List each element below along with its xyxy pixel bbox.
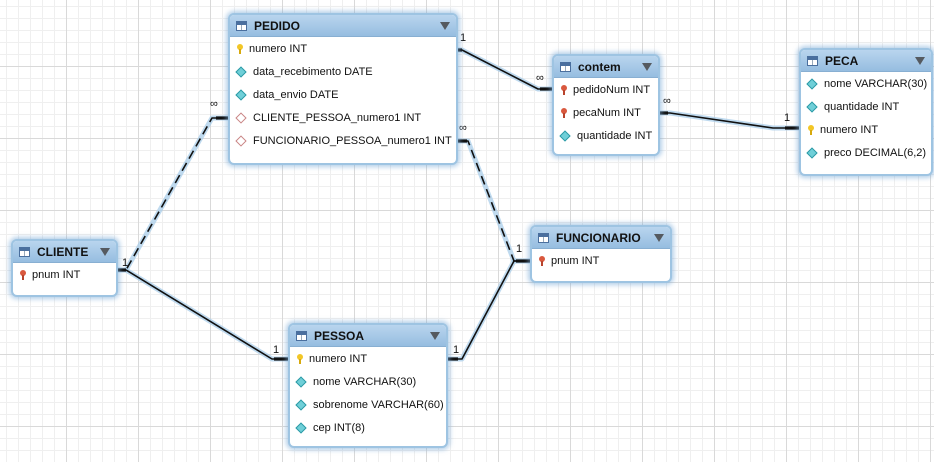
table-funcionario[interactable]: FUNCIONARIO pnum INT (530, 225, 672, 283)
column-label: nome VARCHAR(30) (313, 375, 417, 388)
column-label: quantidade INT (577, 129, 653, 142)
table-name: PESSOA (314, 328, 365, 343)
table-header[interactable]: PECA (801, 50, 931, 72)
table-name: PECA (825, 53, 859, 68)
primary-key-icon (807, 124, 814, 135)
table-peca[interactable]: PECA nome VARCHAR(30) quantidade INT num… (799, 48, 933, 176)
column-label: CLIENTE_PESSOA_numero1 INT (253, 111, 422, 124)
column-row[interactable]: nome VARCHAR(30) (290, 370, 446, 393)
collapse-arrow-icon[interactable] (430, 331, 440, 340)
table-icon (296, 330, 307, 341)
table-name: PEDIDO (254, 18, 301, 33)
column-row[interactable]: nome VARCHAR(30) (801, 72, 931, 95)
column-label: pnum INT (551, 254, 600, 267)
column-row[interactable]: FUNCIONARIO_PESSOA_numero1 INT (230, 129, 456, 152)
cardinality-label: 1 (460, 32, 466, 44)
column-row[interactable]: CLIENTE_PESSOA_numero1 INT (230, 106, 456, 129)
cardinality-label: 1 (122, 257, 128, 269)
foreign-key-column-icon (235, 111, 247, 124)
table-icon (19, 246, 30, 257)
table-icon (560, 61, 571, 72)
table-cliente[interactable]: CLIENTE pnum INT (11, 239, 118, 297)
column-icon (235, 88, 247, 101)
primary-key-icon (236, 43, 243, 54)
column-icon (806, 77, 818, 90)
table-name: CLIENTE (37, 244, 89, 259)
column-label: FUNCIONARIO_PESSOA_numero1 INT (253, 134, 452, 147)
foreign-key-column-icon (235, 134, 247, 147)
column-row[interactable]: numero INT (290, 347, 446, 370)
table-header[interactable]: PEDIDO (230, 15, 456, 37)
column-label: data_envio DATE (253, 88, 339, 101)
column-label: data_recebimento DATE (253, 65, 373, 78)
table-header[interactable]: contem (554, 56, 658, 78)
collapse-arrow-icon[interactable] (440, 21, 450, 30)
collapse-arrow-icon[interactable] (100, 247, 110, 256)
cardinality-label: 1 (784, 112, 790, 124)
column-row[interactable]: cep INT(8) (290, 416, 446, 439)
column-row[interactable]: numero INT (230, 37, 456, 60)
column-label: pedidoNum INT (573, 83, 651, 96)
table-header[interactable]: PESSOA (290, 325, 446, 347)
cardinality-label: ∞ (459, 122, 467, 134)
column-row[interactable]: sobrenome VARCHAR(60) (290, 393, 446, 416)
foreign-key-icon (560, 84, 567, 95)
table-name: FUNCIONARIO (556, 230, 641, 245)
column-row[interactable]: data_envio DATE (230, 83, 456, 106)
column-row[interactable]: pedidoNum INT (554, 78, 658, 101)
cardinality-label: 1 (453, 344, 459, 356)
foreign-key-icon (538, 255, 545, 266)
table-icon (807, 55, 818, 66)
column-icon (559, 129, 571, 142)
column-icon (806, 100, 818, 113)
cardinality-label: 1 (516, 243, 522, 255)
table-header[interactable]: CLIENTE (13, 241, 116, 263)
column-row[interactable]: pecaNum INT (554, 101, 658, 124)
column-row[interactable]: numero INT (801, 118, 931, 141)
column-row[interactable]: preco DECIMAL(6,2) (801, 141, 931, 164)
table-name: contem (578, 59, 621, 74)
table-icon (236, 20, 247, 31)
column-label: sobrenome VARCHAR(60) (313, 398, 444, 411)
column-row[interactable]: quantidade INT (554, 124, 658, 147)
column-icon (235, 65, 247, 78)
column-row[interactable]: pnum INT (13, 263, 116, 286)
table-header[interactable]: FUNCIONARIO (532, 227, 670, 249)
column-icon (295, 398, 307, 411)
collapse-arrow-icon[interactable] (642, 62, 652, 71)
cardinality-label: ∞ (536, 72, 544, 84)
column-label: numero INT (309, 352, 368, 365)
column-row[interactable]: pnum INT (532, 249, 670, 272)
foreign-key-icon (560, 107, 567, 118)
cardinality-label: ∞ (663, 95, 671, 107)
foreign-key-icon (19, 269, 26, 280)
cardinality-label: ∞ (210, 98, 218, 110)
column-label: pnum INT (32, 268, 81, 281)
column-label: preco DECIMAL(6,2) (824, 146, 927, 159)
collapse-arrow-icon[interactable] (654, 233, 664, 242)
column-label: numero INT (820, 123, 879, 136)
column-row[interactable]: data_recebimento DATE (230, 60, 456, 83)
column-label: pecaNum INT (573, 106, 641, 119)
cardinality-label: 1 (273, 344, 279, 356)
table-contem[interactable]: contem pedidoNum INT pecaNum INT quantid… (552, 54, 660, 156)
column-icon (295, 375, 307, 388)
column-icon (295, 421, 307, 434)
collapse-arrow-icon[interactable] (915, 56, 925, 65)
column-label: cep INT(8) (313, 421, 365, 434)
column-label: numero INT (249, 42, 308, 55)
column-icon (806, 146, 818, 159)
primary-key-icon (296, 353, 303, 364)
column-label: nome VARCHAR(30) (824, 77, 928, 90)
column-row[interactable]: quantidade INT (801, 95, 931, 118)
table-pedido[interactable]: PEDIDO numero INT data_recebimento DATE … (228, 13, 458, 165)
table-pessoa[interactable]: PESSOA numero INT nome VARCHAR(30) sobre… (288, 323, 448, 448)
column-label: quantidade INT (824, 100, 900, 113)
table-icon (538, 232, 549, 243)
